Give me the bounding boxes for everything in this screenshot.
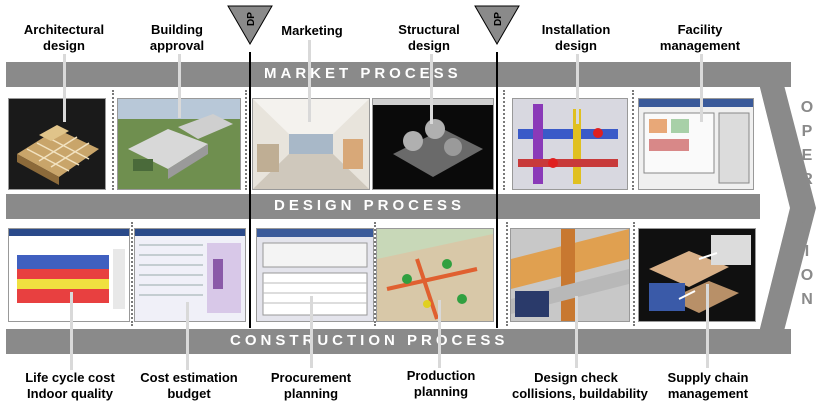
decision-point-1: DP: [227, 5, 273, 45]
market-process-band: MARKET PROCESS: [6, 62, 791, 87]
label-architectural-design: Architectural design: [12, 22, 116, 54]
operation-letter: E: [801, 147, 813, 164]
label-line: Building: [151, 22, 203, 37]
operation-letter: N: [801, 291, 813, 308]
installation-design-image: [512, 98, 628, 190]
decision-line-2: [496, 52, 498, 328]
label-marketing: Marketing: [272, 23, 352, 39]
decision-point-2-label: DP: [493, 12, 504, 26]
label-line: Supply chain: [667, 370, 749, 385]
label-line: Design check: [534, 370, 618, 385]
label-building-approval: Building approval: [132, 22, 222, 54]
facility-management-image: [638, 98, 754, 190]
dotted-leader: [245, 90, 247, 190]
pointer-cost: [186, 302, 189, 370]
label-line: management: [667, 386, 749, 401]
pointer-facility: [700, 54, 703, 122]
marketing-image: [252, 98, 370, 190]
label-line: Indoor quality: [27, 386, 113, 401]
dotted-leader: [633, 222, 635, 326]
cost-estimation-image: [134, 228, 246, 322]
operation-arrowhead: [760, 62, 816, 354]
architectural-design-image: [8, 98, 106, 190]
label-line: planning: [413, 384, 469, 399]
label-life-cycle-cost: Life cycle cost Indoor quality: [14, 370, 126, 402]
pointer-lifecycle: [70, 292, 73, 370]
label-line: Cost estimation: [140, 370, 238, 385]
supply-chain-image: [638, 228, 756, 322]
design-process-band: DESIGN PROCESS: [6, 194, 791, 219]
label-line: management: [659, 38, 741, 53]
structural-design-image: [372, 98, 494, 190]
label-procurement-planning: Procurement planning: [262, 370, 360, 402]
construction-process-band: CONSTRUCTION PROCESS: [6, 329, 791, 354]
pointer-marketing: [308, 40, 311, 122]
pointer-production: [438, 300, 441, 368]
dotted-leader: [374, 222, 376, 326]
label-production-planning: Production planning: [392, 368, 490, 400]
operation-letter: O: [800, 99, 814, 116]
operation-letter: O: [800, 267, 814, 284]
pointer-supply: [706, 284, 709, 368]
label-line: Production: [406, 368, 476, 383]
label-line: Structural: [398, 22, 460, 37]
label-line: collisions, buildability: [512, 386, 648, 401]
pointer-building: [178, 54, 181, 118]
label-line: design: [43, 38, 85, 53]
label-line: budget: [167, 386, 211, 401]
pointer-designcheck: [575, 296, 578, 368]
label-line: design: [555, 38, 597, 53]
operation-letter: R: [801, 171, 813, 188]
market-process-label: MARKET PROCESS: [264, 65, 462, 82]
label-line: Facility: [677, 22, 723, 37]
dotted-leader: [112, 90, 114, 190]
label-facility-management: Facility management: [650, 22, 750, 54]
label-structural-design: Structural design: [384, 22, 474, 54]
operation-letter: A: [801, 195, 813, 212]
label-line: Installation: [541, 22, 611, 37]
label-line: Procurement: [270, 370, 352, 385]
decision-point-1-label: DP: [246, 12, 257, 26]
procurement-planning-image: [256, 228, 374, 322]
life-cycle-cost-image: [8, 228, 130, 322]
label-supply-chain: Supply chain management: [656, 370, 760, 402]
pointer-structural: [430, 54, 433, 124]
design-check-image: [510, 228, 630, 322]
dotted-leader: [506, 222, 508, 326]
decision-point-2: DP: [474, 5, 520, 45]
dotted-leader: [131, 222, 133, 326]
operation-letter: I: [804, 243, 810, 260]
label-installation-design: Installation design: [528, 22, 624, 54]
production-planning-image: [376, 228, 494, 322]
pointer-procurement: [310, 296, 313, 368]
dotted-leader: [632, 90, 634, 190]
decision-line-1: [249, 52, 251, 328]
label-line: Architectural: [23, 22, 105, 37]
construction-process-label: CONSTRUCTION PROCESS: [230, 332, 509, 349]
label-line: Life cycle cost: [25, 370, 115, 385]
label-line: planning: [283, 386, 339, 401]
label-line: Marketing: [281, 23, 343, 38]
pointer-architectural: [63, 54, 66, 122]
operation-letter: P: [801, 123, 813, 140]
operation-label: O P E R A T I O N: [796, 96, 818, 312]
label-design-check: Design check collisions, buildability: [512, 370, 648, 402]
operation-letter: T: [802, 219, 812, 236]
label-cost-estimation: Cost estimation budget: [130, 370, 248, 402]
label-line: design: [408, 38, 450, 53]
design-process-label: DESIGN PROCESS: [274, 197, 466, 214]
label-line: approval: [149, 38, 205, 53]
pointer-installation: [576, 54, 579, 124]
dotted-leader: [503, 90, 505, 190]
